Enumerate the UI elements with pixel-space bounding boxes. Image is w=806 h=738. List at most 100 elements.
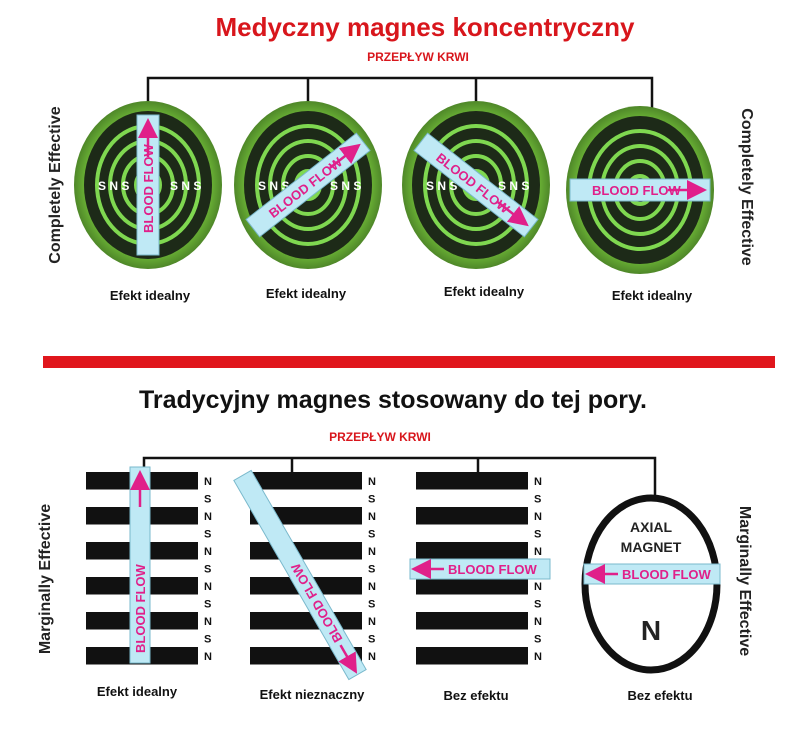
magnet-ring (449, 154, 503, 216)
top-caption-4: Efekt idealny (611, 288, 693, 303)
bottom-title: Tradycyjny magnes stosowany do tej pory. (138, 386, 648, 414)
magnet-ring (255, 124, 361, 246)
top-caption-1: Efekt idealny (109, 288, 191, 303)
flow-band-rect (233, 469, 367, 681)
pole-letter: S (368, 564, 375, 576)
blood-flow-band: BLOOD FLOW (569, 178, 711, 202)
pole-letter: N (368, 616, 376, 628)
top-title: Medyczny magnes koncentryczny (215, 12, 635, 42)
top-caption-3: Efekt idealny (443, 284, 525, 299)
stripe (416, 507, 528, 525)
bottom-flow-band-1: BLOOD FLOW (129, 466, 151, 664)
pole-letter: S (204, 494, 211, 506)
bracket-line (142, 456, 657, 500)
pole-letter: N (204, 581, 212, 593)
stripe (416, 489, 528, 507)
pole-letter: S (204, 599, 211, 611)
bottom-bracket (142, 456, 657, 560)
stripe (250, 612, 362, 630)
magnet-ring (268, 139, 348, 231)
flow-band-rect (129, 466, 151, 664)
flow-label: BLOOD FLOW (622, 567, 712, 582)
flow-arrow (338, 644, 357, 674)
pole-letter: N (534, 511, 542, 523)
pole-letter: N (534, 616, 542, 628)
flow-band-rect (409, 558, 551, 580)
bottom-caption-2: Efekt nieznaczny (259, 687, 365, 702)
pole-letter: S (534, 529, 541, 541)
bottom-flow-band-4: BLOOD FLOW (583, 563, 721, 585)
magnet-ring (436, 139, 516, 231)
pole-label: S N S (426, 179, 457, 193)
pole-letter: S (368, 529, 375, 541)
top-caption-2: Efekt idealny (265, 286, 347, 301)
stripe (250, 472, 362, 490)
flow-arrow (329, 143, 361, 169)
stripe (416, 472, 528, 490)
stripe (416, 629, 528, 647)
stripe (416, 524, 528, 542)
pole-label: S N S (98, 179, 129, 193)
pole-label: S N S (330, 179, 361, 193)
pole-letter: N (204, 616, 212, 628)
pole-letter: N (204, 476, 212, 488)
stripe (416, 647, 528, 665)
pole-letter: N (368, 651, 376, 663)
bottom-side-label-right: Marginally Effective (736, 505, 753, 657)
bottom-subtitle: PRZEPŁYW KRWI (329, 430, 431, 444)
flow-band-rect (569, 178, 711, 202)
stripe (250, 542, 362, 560)
pole-letter: S (204, 529, 211, 541)
stripe (250, 489, 362, 507)
pole-letter: S (368, 634, 375, 646)
pole-letter: N (368, 511, 376, 523)
pole-letter: S (368, 599, 375, 611)
stripe (416, 612, 528, 630)
pole-letter: N (534, 651, 542, 663)
pole-letter: S (534, 599, 541, 611)
magnet-ring (281, 154, 335, 216)
axial-pole: N (641, 615, 661, 646)
top-subtitle: PRZEPŁYW KRWI (367, 50, 469, 64)
pole-letter: S (368, 494, 375, 506)
blood-flow-band: BLOOD FLOW (136, 114, 160, 256)
pole-letter: S (204, 634, 211, 646)
stripe (416, 577, 528, 595)
pole-label: S N S (498, 179, 529, 193)
stripe (416, 594, 528, 612)
flow-label: BLOOD FLOW (141, 143, 156, 233)
pole-letter: S (534, 634, 541, 646)
pole-letter: N (368, 546, 376, 558)
bottom-caption-3: Bez efektu (443, 688, 509, 703)
pole-letter: N (204, 651, 212, 663)
flow-label: BLOOD FLOW (448, 562, 538, 577)
pole-letter: N (368, 581, 376, 593)
flow-label: BLOOD FLOW (592, 183, 682, 198)
pole-letter: S (534, 494, 541, 506)
pole-letter: N (204, 546, 212, 558)
pole-letter: N (368, 476, 376, 488)
pole-letter: N (534, 581, 542, 593)
magnet-ring (423, 124, 529, 246)
concentric-magnet-1: S N S S N S BLOOD FLOW (74, 101, 222, 269)
pole-letter: S (204, 564, 211, 576)
pole-label: S N S (258, 179, 289, 193)
bottom-caption-1: Efekt idealny (96, 684, 178, 699)
bottom-side-label-left: Marginally Effective (37, 503, 54, 655)
pole-label: S N S (170, 179, 201, 193)
axial-label-1: AXIAL (630, 519, 672, 535)
pole-letter: N (534, 546, 542, 558)
section-divider (43, 356, 775, 368)
flow-band-rect (136, 114, 160, 256)
flow-label: BLOOD FLOW (133, 563, 148, 653)
bottom-caption-4: Bez efektu (627, 688, 693, 703)
axial-label-2: MAGNET (621, 539, 682, 555)
flow-arrow (497, 201, 529, 227)
pole-letter: N (534, 476, 542, 488)
